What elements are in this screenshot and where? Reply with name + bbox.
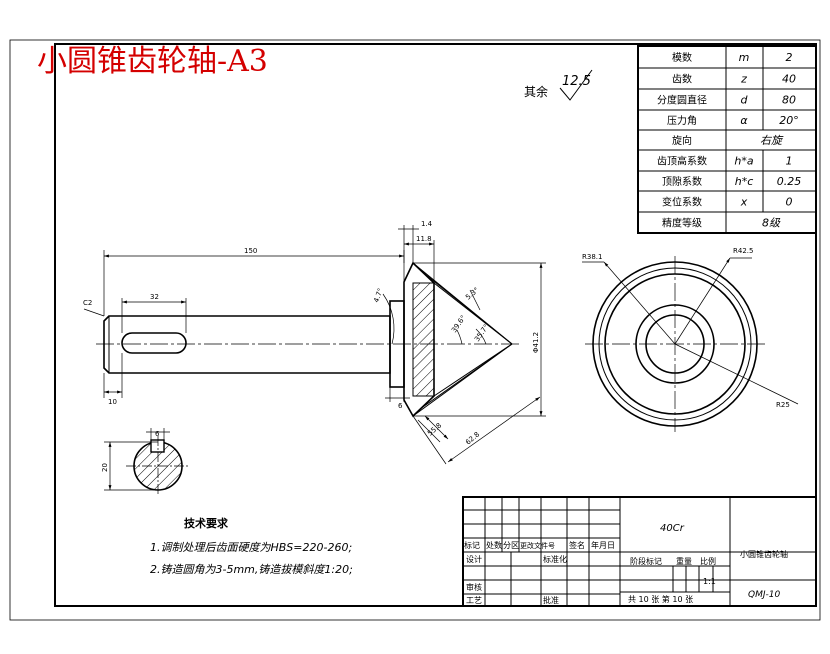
param-symbol: x	[740, 196, 748, 209]
gear-section-hatch	[412, 282, 435, 397]
svg-text:更改文件号: 更改文件号	[520, 541, 555, 550]
svg-text:批准: 批准	[543, 595, 559, 605]
param-name: 变位系数	[662, 196, 702, 209]
param-name: 齿顶高系数	[657, 155, 707, 168]
svg-text:签名: 签名	[569, 540, 585, 550]
svg-text:4.7°: 4.7°	[372, 287, 385, 303]
svg-text:6: 6	[398, 402, 403, 410]
shaft-main-view	[103, 261, 435, 418]
cone-lines	[412, 262, 513, 417]
param-symbol: d	[741, 94, 749, 107]
param-value: 右旋	[760, 134, 784, 147]
svg-text:重量: 重量	[676, 556, 692, 566]
param-value: 0	[786, 196, 793, 209]
svg-text:处数: 处数	[486, 540, 502, 550]
svg-text:QMJ-10: QMJ-10	[748, 590, 780, 600]
gear-side-view: R38.1 R42.5 R25	[582, 247, 799, 432]
param-symbol: m	[739, 51, 750, 64]
svg-text:5.3°: 5.3°	[464, 286, 480, 302]
svg-text:R25: R25	[776, 401, 790, 409]
param-value: 2	[786, 51, 793, 64]
param-value: 20°	[779, 114, 799, 127]
svg-text:35.7°: 35.7°	[473, 323, 491, 343]
sheet-outer-frame	[9, 39, 821, 621]
svg-text:6: 6	[155, 430, 160, 438]
svg-text:1:1: 1:1	[703, 577, 716, 586]
svg-text:审核: 审核	[466, 582, 482, 592]
svg-text:32: 32	[150, 293, 159, 301]
tech-line-2: 2.铸造圆角为3-5mm,铸造拔模斜度1:20;	[150, 563, 353, 576]
svg-text:标准化: 标准化	[543, 554, 567, 564]
roughness-value: 12.5	[562, 74, 591, 89]
svg-text:Φ41.2: Φ41.2	[532, 332, 540, 353]
svg-text:标记: 标记	[464, 540, 480, 550]
roughness-label: 其余	[524, 84, 548, 99]
param-name: 模数	[672, 51, 692, 64]
sheet-border	[54, 43, 817, 607]
param-name: 顶隙系数	[662, 175, 702, 188]
svg-text:R38.1: R38.1	[582, 253, 602, 261]
param-symbol: h*a	[734, 155, 753, 168]
param-value: 8级	[762, 217, 781, 230]
svg-text:62.8: 62.8	[464, 430, 481, 446]
param-symbol: α	[740, 114, 748, 127]
svg-text:分区: 分区	[503, 541, 519, 550]
param-name: 压力角	[667, 114, 697, 127]
svg-text:11.8: 11.8	[416, 235, 432, 243]
roughness-symbol	[559, 69, 593, 101]
svg-text:阶段标记: 阶段标记	[630, 556, 662, 566]
svg-text:工艺: 工艺	[466, 596, 482, 605]
svg-text:R42.5: R42.5	[733, 247, 753, 255]
tech-heading: 技术要求	[184, 516, 229, 530]
param-symbol: z	[740, 73, 747, 86]
svg-text:150: 150	[244, 247, 257, 255]
svg-text:小圆锥齿轮轴: 小圆锥齿轮轴	[740, 549, 788, 559]
svg-text:年月日: 年月日	[591, 540, 615, 550]
param-symbol: h*c	[735, 175, 754, 188]
svg-text:39.6°: 39.6°	[450, 314, 468, 334]
param-value: 80	[782, 94, 796, 107]
svg-text:比例: 比例	[700, 556, 716, 566]
title-block: 40Cr 小圆锥齿轮轴 QMJ-10 标记 处数 分区 更改文件号 签名 年月日…	[462, 496, 817, 607]
svg-text:10: 10	[108, 398, 117, 406]
svg-text:共 10 张 第 10 张: 共 10 张 第 10 张	[628, 594, 693, 604]
svg-text:55.8: 55.8	[426, 421, 443, 437]
drawing-title: 小圆锥齿轮轴-A3	[37, 44, 268, 79]
param-value: 1	[786, 155, 793, 168]
param-name: 旋向	[672, 134, 692, 147]
svg-text:20: 20	[101, 463, 109, 472]
dimension-lines	[83, 225, 546, 465]
svg-text:C2: C2	[83, 299, 92, 307]
param-name: 分度圆直径	[657, 94, 707, 107]
param-value: 40	[782, 73, 796, 86]
param-value: 0.25	[777, 175, 802, 188]
param-name: 齿数	[672, 73, 692, 86]
svg-text:设计: 设计	[466, 554, 482, 564]
tech-line-1: 1.调制处理后齿面硬度为HBS=220-260;	[150, 541, 352, 554]
keyway-section-view: 6 20	[101, 428, 190, 496]
param-name: 精度等级	[662, 217, 702, 230]
svg-text:1.4: 1.4	[421, 220, 433, 228]
svg-text:40Cr: 40Cr	[660, 523, 685, 534]
